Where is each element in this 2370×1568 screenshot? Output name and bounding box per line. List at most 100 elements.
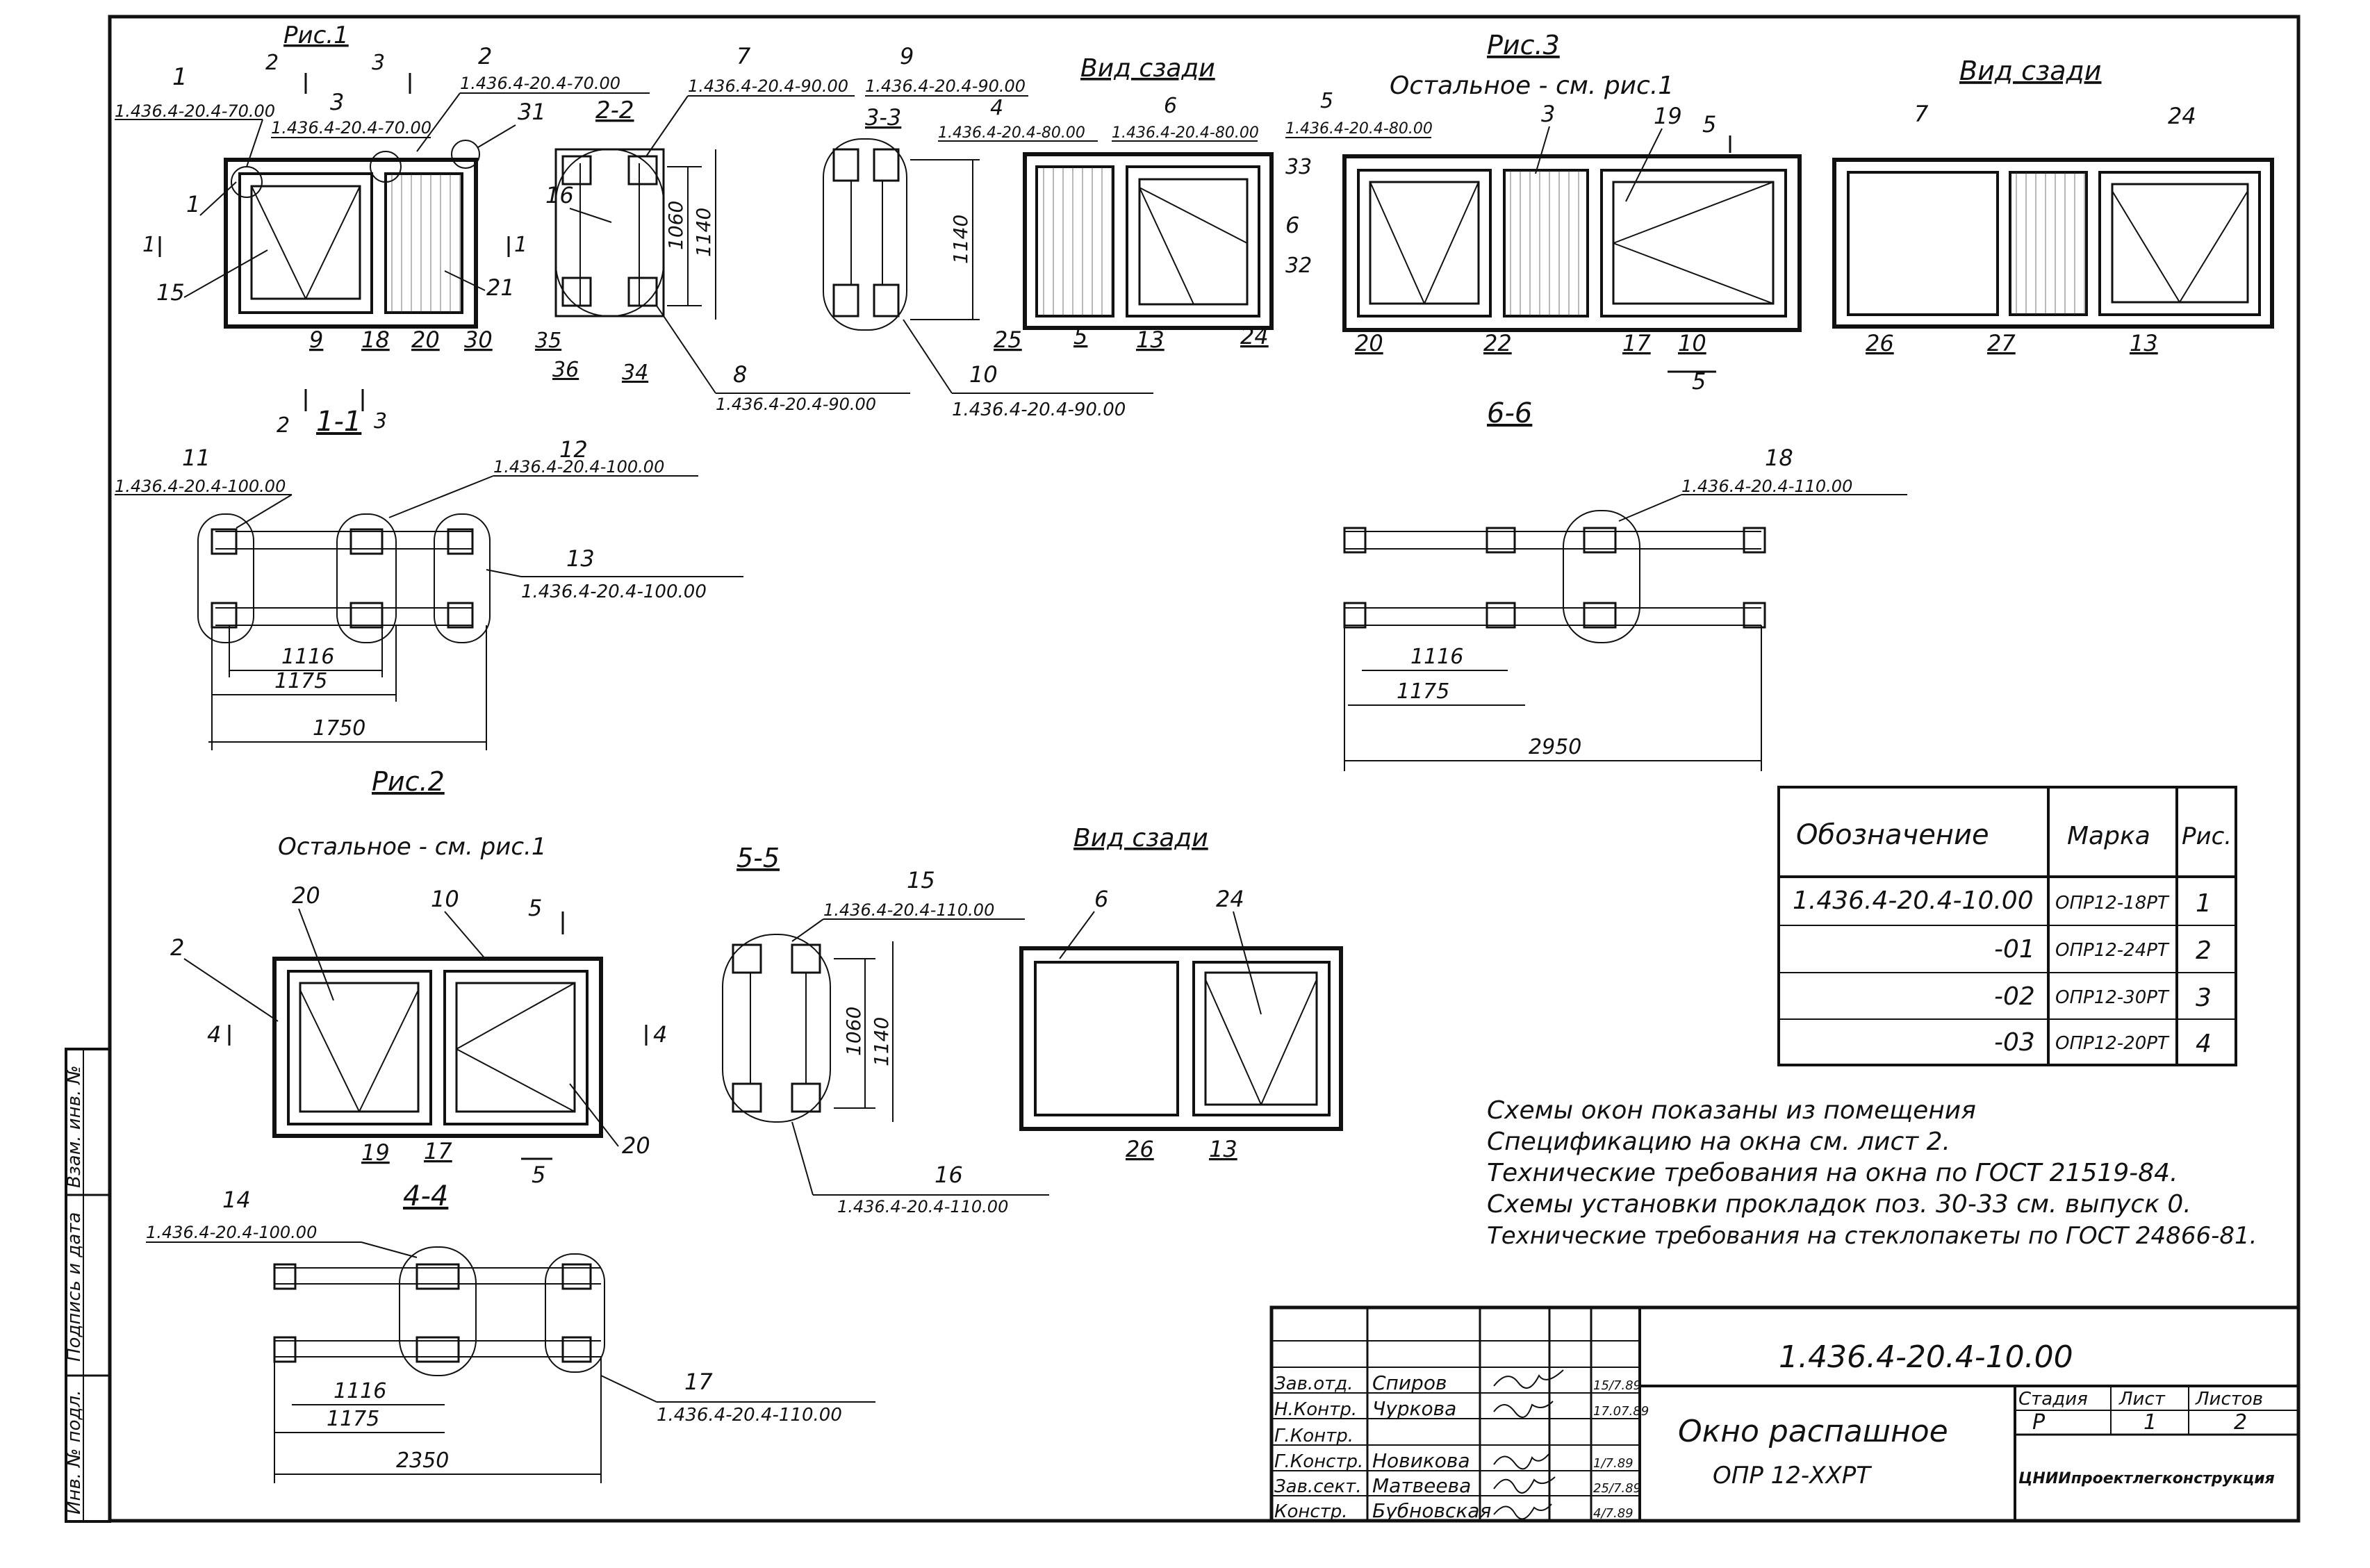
rear1-c6: 6 (1164, 94, 1177, 118)
tb-role: Г.Контр. (1274, 1426, 1353, 1446)
sec11-d1175: 1175 (274, 669, 327, 693)
fig1-s2: 2 (265, 51, 279, 75)
sec55-dim1060: 1060 (842, 1007, 865, 1056)
fig1-c20: 20 (411, 327, 440, 353)
sec22-c8: 8 (733, 361, 747, 388)
sec33-c9-code: 1.436.4-20.4-90.00 (865, 76, 1026, 96)
sec22-c7-code: 1.436.4-20.4-90.00 (688, 76, 848, 96)
fig3-r24: 24 (2168, 103, 2196, 129)
fig3-r7: 7 (1914, 101, 1929, 127)
sec44-c17: 17 (684, 1369, 713, 1395)
sec11-c11: 11 (182, 445, 211, 471)
fig1-c1b: 1 (186, 191, 200, 217)
tb-date: 25/7.89 (1593, 1481, 1641, 1496)
signature-scribble (1493, 1476, 1556, 1494)
fig3-c17: 17 (1622, 330, 1651, 356)
sec55-c15: 15 (907, 867, 935, 893)
side-stamp: Инв. № подл. Подпись и дата Взам. инв. № (64, 1048, 111, 1523)
table-row-fig: 4 (2196, 1030, 2212, 1058)
tb-stage: Р (2032, 1410, 2046, 1435)
fig3-rear-window-frame (1832, 158, 2274, 329)
sec44-title: 4-4 (403, 1180, 448, 1212)
sec55-c16: 16 (935, 1162, 963, 1188)
fig1-window-frame (224, 158, 478, 329)
signature-scribble (1493, 1369, 1564, 1389)
sec22-title: 2-2 (595, 97, 634, 124)
fig1-title: Рис.1 (283, 22, 349, 49)
table-row-designation: -02 (1994, 982, 2035, 1011)
rear1-c6-code: 1.436.4-20.4-80.00 (1112, 124, 1259, 142)
note-line: Схемы установки прокладок поз. 30-33 см.… (1487, 1190, 2191, 1219)
fig3-r26: 26 (1866, 330, 1894, 356)
fig2-rear-c6: 6 (1094, 886, 1108, 912)
tb-sheet: 1 (2143, 1410, 2157, 1435)
fig2-window-frame (272, 957, 603, 1138)
fig2-c10: 10 (431, 886, 459, 912)
tb-sheet-label: Лист (2118, 1389, 2166, 1410)
fig1-s3b: 3 (374, 409, 387, 434)
fig2-c4b: 4 (653, 1021, 667, 1048)
stamp-inv-orig: Инв. № подл. (64, 1390, 85, 1515)
tb-sheets-label: Листов (2195, 1389, 2263, 1410)
fig1-c3: 3 (330, 89, 344, 115)
sec11-c13-code: 1.436.4-20.4-100.00 (521, 581, 707, 602)
fig1-c21: 21 (486, 274, 515, 301)
stamp-replaced-inv: Взам. инв. № (64, 1065, 85, 1188)
table-row-mark: ОПР12-30РТ (2055, 987, 2170, 1008)
sec22-c36: 36 (552, 358, 579, 382)
sec33-c9: 9 (900, 43, 914, 69)
sec44-d1175: 1175 (327, 1407, 379, 1431)
fig3-c5b: 5 (1692, 368, 1706, 395)
tb-role: Зав.отд. (1274, 1373, 1353, 1394)
fig3-window-frame (1342, 154, 1802, 332)
signature-scribble (1493, 1503, 1552, 1520)
stamp-signature-date: Подпись и дата (64, 1212, 85, 1362)
fig3-c10: 10 (1678, 330, 1706, 356)
fig1-c2: 2 (478, 43, 492, 69)
sec11-c13: 13 (566, 545, 595, 572)
table-header-designation: Обозначение (1796, 819, 1989, 851)
sec66-d1175: 1175 (1397, 679, 1449, 704)
figure-3: Рис.3 Остальное - см. рис.1 3 19 5 6 20 … (1285, 30, 2274, 771)
fig1-c31: 31 (518, 99, 546, 125)
table-row-mark: ОПР12-18РТ (2055, 893, 2170, 914)
sheet-frame (108, 15, 2301, 1523)
rear1-c13: 13 (1136, 327, 1165, 353)
rear1-window-frame (1023, 152, 1274, 330)
fig1-c9: 9 (309, 327, 323, 353)
sec22-dim1140: 1140 (692, 208, 715, 257)
sec11-c12: 12 (559, 436, 588, 463)
sec66-title: 6-6 (1487, 397, 1532, 429)
fig2-c5: 5 (528, 895, 542, 921)
sec22-dim1060: 1060 (664, 201, 687, 250)
tb-role: Зав.сект. (1274, 1476, 1362, 1497)
rear1-c25: 25 (994, 327, 1022, 353)
fig2-c19: 19 (361, 1139, 390, 1166)
tb-date: 17.07.89 (1593, 1404, 1649, 1419)
sec44-c14: 14 (222, 1187, 251, 1213)
fig2-note: Остальное - см. рис.1 (278, 833, 546, 861)
rear1-c4-code: 1.436.4-20.4-80.00 (938, 124, 1085, 142)
tb-date: 4/7.89 (1593, 1506, 1634, 1521)
fig1-c1: 1 (172, 63, 188, 91)
rear1-c4: 4 (990, 96, 1003, 120)
fig3-title: Рис.3 (1487, 30, 1560, 60)
tb-name: Бубновская (1372, 1499, 1491, 1522)
fig2-rear-c24: 24 (1216, 886, 1244, 912)
fig2-c17: 17 (424, 1138, 452, 1164)
sec44-c17-code: 1.436.4-20.4-110.00 (657, 1405, 842, 1426)
fig3-c3: 3 (1541, 101, 1555, 127)
sec33-c10-code: 1.436.4-20.4-90.00 (952, 399, 1126, 420)
fig1-c18: 18 (361, 327, 390, 353)
table-row-fig: 1 (2196, 889, 2212, 918)
sec11-d1116: 1116 (281, 645, 334, 669)
fig2-c2: 2 (170, 934, 184, 961)
fig1-s1r: 1 (514, 233, 527, 257)
sec55-c16-code: 1.436.4-20.4-110.00 (837, 1197, 1008, 1216)
fig2-rear-title: Вид сзади (1073, 824, 1208, 852)
tb-stage-label: Стадия (2018, 1389, 2088, 1410)
signature-scribble (1493, 1453, 1550, 1470)
tb-name-title: Окно распашное (1678, 1414, 1948, 1449)
fig1-c2-code: 1.436.4-20.4-70.00 (460, 74, 620, 93)
fig2-c20: 20 (292, 882, 320, 909)
